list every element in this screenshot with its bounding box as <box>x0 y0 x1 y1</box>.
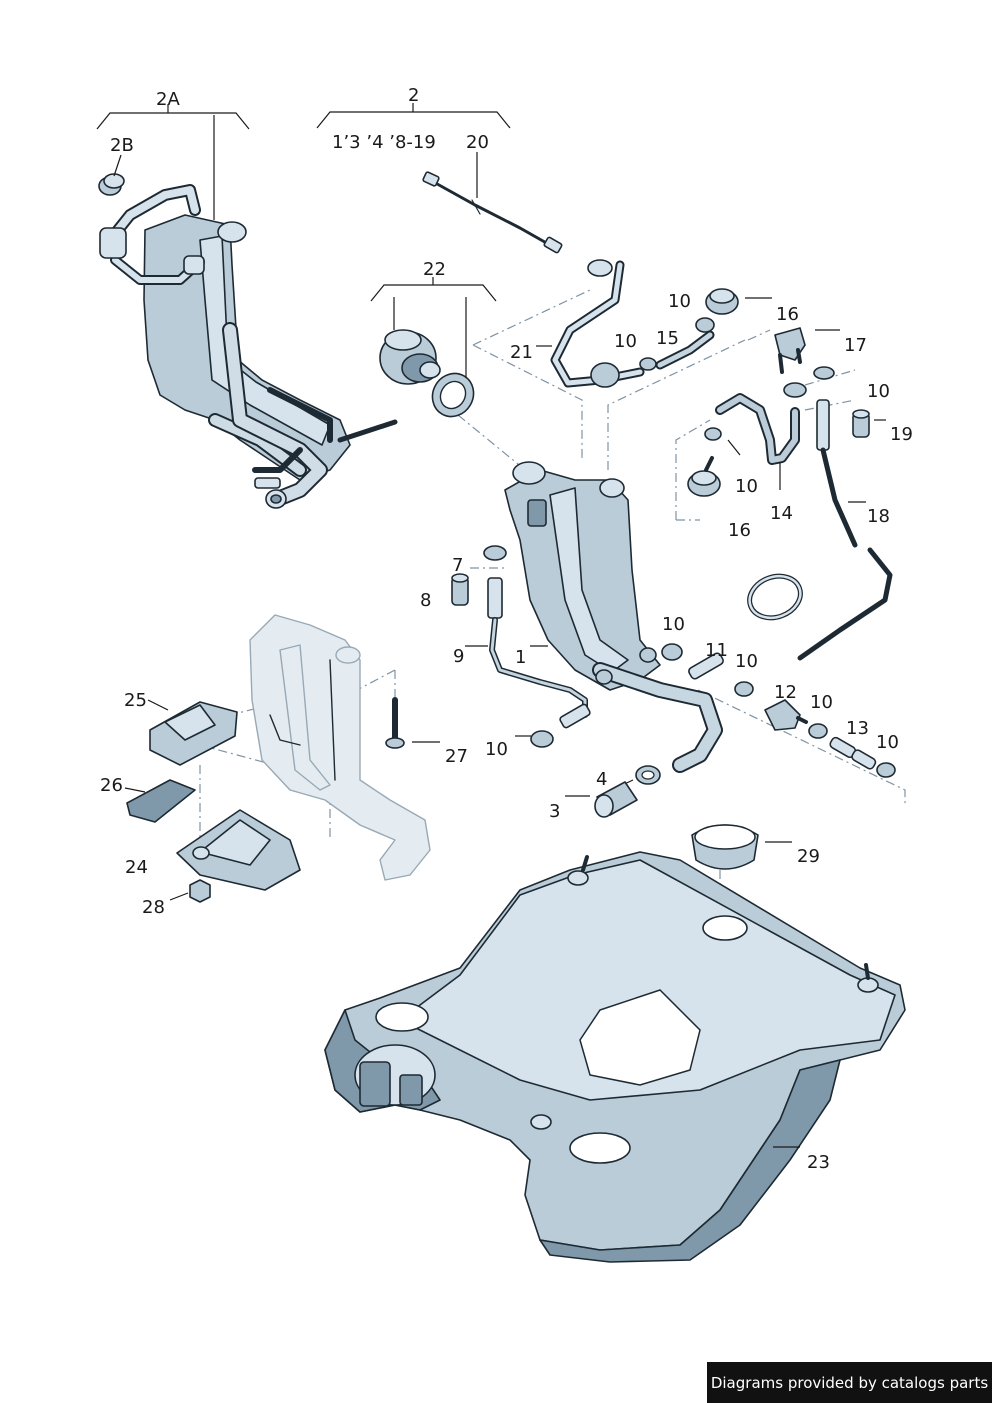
tube-13 <box>829 736 877 770</box>
nut-28 <box>169 879 211 903</box>
clamp-10-i <box>808 723 828 739</box>
label-16-a: 16 <box>776 304 799 325</box>
label-19: 19 <box>890 424 913 445</box>
cap-16-b <box>687 456 721 497</box>
clamp-10-h <box>734 681 754 697</box>
label-15: 15 <box>656 328 679 349</box>
label-27: 27 <box>445 746 468 767</box>
clamp-10-d <box>813 366 835 380</box>
clamp-7 <box>483 545 507 561</box>
label-10-g: 10 <box>810 692 833 713</box>
label-9: 9 <box>453 646 464 667</box>
cap-19 <box>852 409 886 438</box>
wiring-harness-20 <box>422 152 563 254</box>
clamp-10-e <box>704 427 741 456</box>
clamp-10-f <box>515 730 554 748</box>
hose-9 <box>465 577 591 729</box>
strap-clamp <box>747 573 803 621</box>
cap-16-a <box>705 288 772 315</box>
label-17: 17 <box>844 335 867 356</box>
hose-14 <box>715 393 800 490</box>
clamp-10-a <box>695 317 715 333</box>
pad-26 <box>124 779 196 823</box>
label-18: 18 <box>867 506 890 527</box>
seal-ring-22 <box>431 297 475 418</box>
label-11: 11 <box>705 640 728 661</box>
label-7: 7 <box>452 555 463 576</box>
clamp-10-c <box>783 382 807 398</box>
label-24: 24 <box>125 857 148 878</box>
label-10-a: 10 <box>668 291 691 312</box>
valve-17 <box>774 327 840 374</box>
label-26: 26 <box>100 775 123 796</box>
clamp-10-j <box>876 762 896 778</box>
group-bracket-22 <box>370 277 497 302</box>
label-22: 22 <box>423 259 446 280</box>
label-13: 13 <box>846 718 869 739</box>
label-10-b: 10 <box>614 331 637 352</box>
filler-neck-assembly-2A <box>99 115 398 509</box>
label-12: 12 <box>774 682 797 703</box>
filler-tube-1 <box>504 461 723 773</box>
vent-line-21 <box>536 259 645 388</box>
label-10-i: 10 <box>485 739 508 760</box>
label-1: 1 <box>515 647 526 668</box>
filler-tube-ghost <box>249 614 431 881</box>
label-14: 14 <box>770 503 793 524</box>
tube-11 <box>688 652 724 680</box>
bracket-24 <box>176 809 301 891</box>
heat-shield-25 <box>147 699 238 766</box>
valve-12 <box>764 699 808 731</box>
callout-labels: 2A 2B 2 1’3 ’4 ’8-19 20 22 21 10 16 17 1… <box>100 85 913 1173</box>
group-bracket-2A <box>96 104 250 130</box>
label-16-b: 16 <box>728 520 751 541</box>
fuel-tank-23 <box>324 851 906 1263</box>
screw-27 <box>385 697 440 749</box>
label-10-d: 10 <box>735 476 758 497</box>
label-10-e: 10 <box>662 614 685 635</box>
label-2-subparts: 1’3 ’4 ’8-19 <box>332 132 436 153</box>
plug-2B <box>98 154 125 196</box>
clamp-10-b <box>639 357 657 371</box>
hose-18 <box>797 399 893 661</box>
label-23: 23 <box>807 1152 830 1173</box>
label-2B: 2B <box>110 135 134 156</box>
label-4: 4 <box>596 769 607 790</box>
clamp-10-g <box>661 643 683 661</box>
label-25: 25 <box>124 690 147 711</box>
label-3: 3 <box>549 801 560 822</box>
label-10-f: 10 <box>735 651 758 672</box>
label-20: 20 <box>466 132 489 153</box>
label-10-c: 10 <box>867 381 890 402</box>
credit-banner: Diagrams provided by catalogs parts <box>707 1362 992 1403</box>
label-21: 21 <box>510 342 533 363</box>
ring-29 <box>691 824 792 870</box>
label-8: 8 <box>420 590 431 611</box>
label-29: 29 <box>797 846 820 867</box>
plug-8 <box>451 573 469 606</box>
sleeve-3 <box>565 781 638 818</box>
group-bracket-2 <box>316 103 511 129</box>
fuel-pump-22 <box>379 297 441 385</box>
label-10-h: 10 <box>876 732 899 753</box>
label-2: 2 <box>408 85 419 106</box>
label-2A: 2A <box>156 89 180 110</box>
hose-15 <box>655 330 715 370</box>
label-28: 28 <box>142 897 165 918</box>
